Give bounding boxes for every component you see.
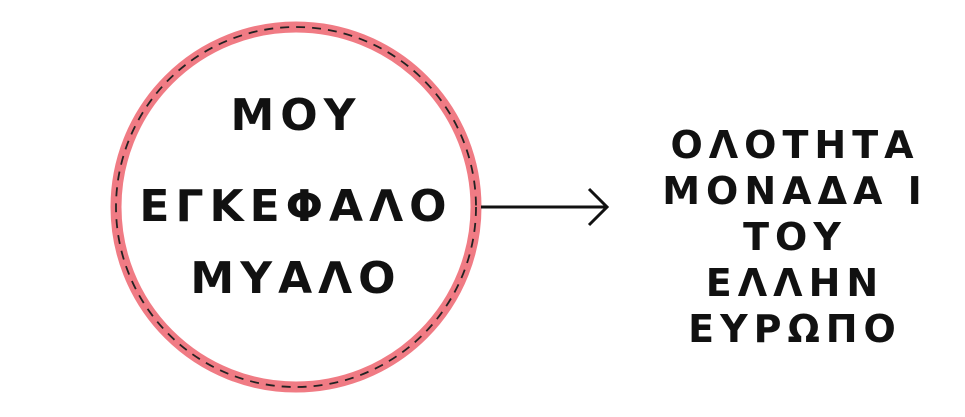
circle-group: ΜΟΥ ΕΓΚΕΦΑΛΟ ΜΥΑΛΟ: [110, 21, 482, 393]
result-line-4: ΕΛΛΗΝ: [706, 261, 884, 305]
circle-line-2: ΕΓΚΕΦΑΛΟ: [139, 181, 452, 232]
result-line-2: ΜΟΝΑΔΑ Ι: [662, 169, 928, 213]
result-text-block: ΟΛΟΤΗΤΑ ΜΟΝΑΔΑ Ι ΤΟΥ ΕΛΛΗΝ ΕΥΡΩΠΟ: [662, 123, 928, 351]
arrow: [481, 187, 610, 227]
result-line-3: ΤΟΥ: [743, 215, 847, 259]
result-line-1: ΟΛΟΤΗΤΑ: [670, 123, 919, 167]
circle-line-1: ΜΟΥ: [230, 90, 361, 141]
result-line-5: ΕΥΡΩΠΟ: [688, 307, 902, 351]
circle-dashed-line: [115, 26, 477, 388]
arrow-head: [587, 187, 610, 227]
circle-line-3: ΜΥΑΛΟ: [190, 253, 401, 304]
